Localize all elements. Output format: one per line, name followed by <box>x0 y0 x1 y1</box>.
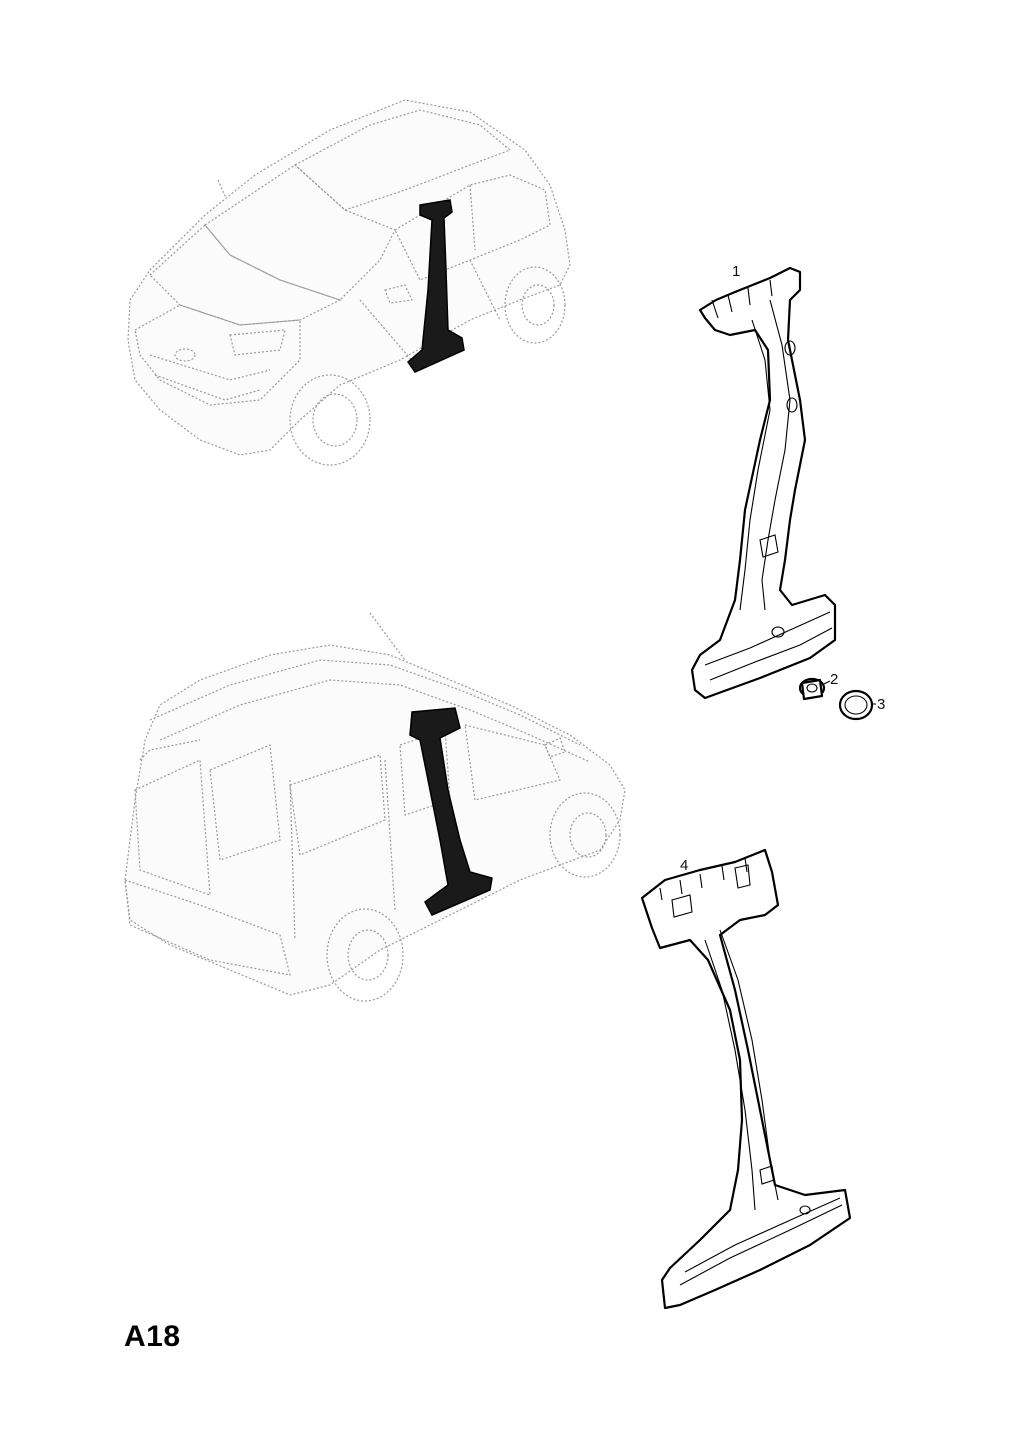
part-3-plug <box>838 689 874 721</box>
callout-4-label: 4 <box>680 857 688 874</box>
vehicle-rear-view <box>124 612 626 1002</box>
b-pillar-highlight-rear <box>409 707 493 916</box>
callout-4: 4 <box>680 857 688 874</box>
callout-1-label: 1 <box>732 263 740 280</box>
callout-3-label: 3 <box>877 696 885 713</box>
b-pillar-highlight-front <box>406 199 465 373</box>
vehicle-front-view <box>127 99 571 466</box>
part-4-b-pillar-rear <box>640 848 852 1310</box>
page-code: A18 <box>124 1320 181 1353</box>
callout-2-label: 2 <box>830 671 838 688</box>
callout-2: 2 <box>823 671 838 688</box>
callout-1: 1 <box>732 263 740 280</box>
part-1-b-pillar-front <box>690 266 837 700</box>
callout-3: 3 <box>872 696 885 713</box>
part-2-clip <box>798 677 826 701</box>
